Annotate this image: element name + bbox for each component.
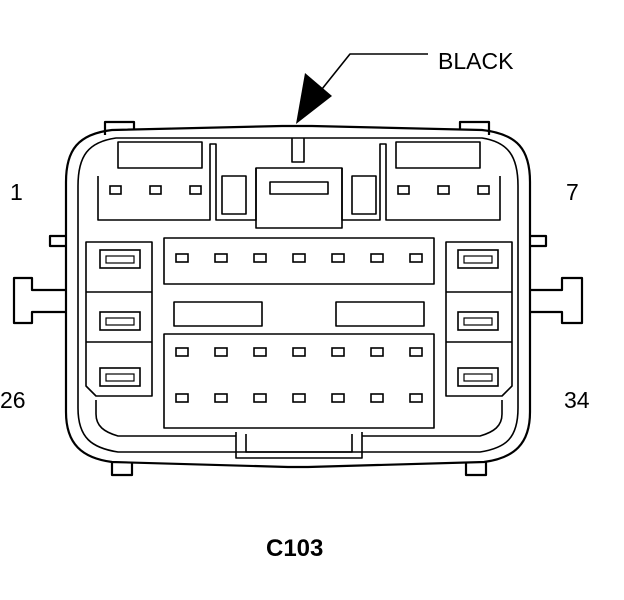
pin-terminal xyxy=(331,253,345,263)
pin-terminal xyxy=(292,347,306,357)
pin-terminal xyxy=(292,253,306,263)
pin-label-7: 7 xyxy=(566,179,579,205)
right-cavity-column xyxy=(445,241,513,397)
pin-terminal xyxy=(189,185,202,195)
pin-terminal xyxy=(397,185,410,195)
pin-terminal xyxy=(175,393,189,403)
pin-terminal xyxy=(214,393,228,403)
pin-terminal xyxy=(109,185,122,195)
pin-contact xyxy=(463,317,493,326)
connector-housing xyxy=(12,120,584,477)
upper-cavity-block xyxy=(163,237,435,285)
pin-terminal xyxy=(331,347,345,357)
pin-terminal xyxy=(214,253,228,263)
pin-contact xyxy=(105,373,135,382)
pin-contact xyxy=(105,255,135,264)
top-cavity-block xyxy=(97,143,501,229)
pin-terminal xyxy=(477,185,490,195)
pin-contact xyxy=(463,373,493,382)
pin-terminal xyxy=(253,253,267,263)
connector-name: C103 xyxy=(266,535,323,562)
pin-terminal xyxy=(175,253,189,263)
pin-terminal xyxy=(370,393,384,403)
pin-label-26: 26 xyxy=(0,387,26,413)
callout-arrow xyxy=(296,53,428,124)
pin-label-34: 34 xyxy=(564,387,590,413)
connector-color-label: BLACK xyxy=(438,48,514,74)
pin-terminal xyxy=(214,347,228,357)
pin-terminal xyxy=(370,253,384,263)
pin-terminal xyxy=(253,347,267,357)
pin-terminal xyxy=(437,185,450,195)
pin-terminal xyxy=(409,253,423,263)
pin-terminal xyxy=(409,393,423,403)
pin-contact xyxy=(463,255,493,264)
pin-terminal xyxy=(175,347,189,357)
pin-terminal xyxy=(149,185,162,195)
middle-slots xyxy=(173,301,425,327)
pin-terminal xyxy=(409,347,423,357)
lower-cavity-block xyxy=(163,333,435,429)
pin-label-1: 1 xyxy=(10,179,23,205)
pin-terminal xyxy=(370,347,384,357)
pin-terminal xyxy=(292,393,306,403)
pin-terminals xyxy=(99,185,499,403)
left-cavity-column xyxy=(85,241,153,397)
pin-contact xyxy=(105,317,135,326)
pin-terminal xyxy=(253,393,267,403)
pin-terminal xyxy=(331,393,345,403)
